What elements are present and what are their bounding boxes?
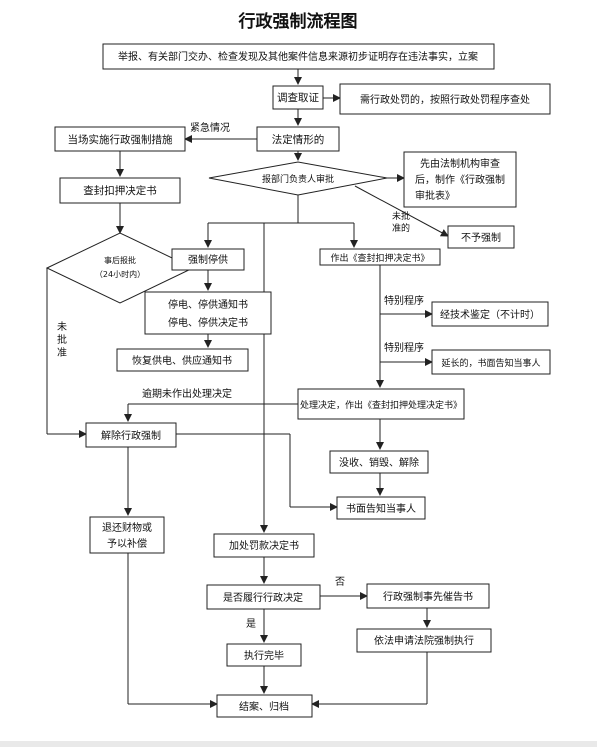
node-onsite-measures-label: 当场实施行政强制措施 [68,133,173,146]
label-not-approved-v3: 准 [57,347,67,359]
node-dept-approval: 报部门负责人审批 [208,161,388,196]
node-written-notice: 书面告知当事人 [336,496,426,520]
node-legal-circumstance-label: 法定情形的 [272,133,325,146]
node-stop-notice-line1: 停电、停供通知书 [168,298,248,311]
node-done-label: 执行完毕 [244,649,284,662]
node-no-enforcement: 不予强制 [447,225,515,249]
node-legal-review: 先由法制机构审查 后，制作《行政强制 审批表》 [403,151,517,208]
node-court-apply-label: 依法申请法院强制执行 [374,634,474,647]
node-make-seal-decision: 作出《查封扣押决定书》 [319,248,441,266]
node-fine-decision-label: 加处罚款决定书 [229,539,299,552]
label-not-approved-line1: 未批 [392,210,410,222]
node-return-property-line2: 予以补偿 [107,537,147,550]
node-confiscate: 没收、销毁、解除 [329,450,429,474]
edge-labels: 紧急情况 未批 准的 特别程序 特别程序 逾期未作出处理决定 未 批 准 否 是 [57,121,424,630]
bottom-scroll-strip [0,741,597,747]
node-lift-enforcement: 解除行政强制 [85,422,177,448]
node-restore-notice: 恢复供电、供应通知书 [116,348,249,372]
node-restore-notice-label: 恢复供电、供应通知书 [132,354,232,367]
node-dept-approval-label: 报部门负责人审批 [262,173,334,185]
label-emergency: 紧急情况 [190,121,230,134]
node-seal-decision-label: 查封扣押决定书 [83,184,157,197]
label-overdue: 逾期未作出处理决定 [142,387,232,400]
node-confiscate-label: 没收、销毁、解除 [339,456,419,469]
node-return-property-line1: 退还财物或 [102,521,152,534]
node-extension-notice: 延长的，书面告知当事人 [431,349,551,375]
label-yes: 是 [246,618,256,630]
node-lift-enforcement-label: 解除行政强制 [101,429,161,442]
node-report: 举报、有关部门交办、检查发现及其他案件信息来源初步证明存在违法事实，立案 [102,43,495,70]
node-onsite-measures: 当场实施行政强制措施 [54,126,186,152]
node-stop-notice: 停电、停供通知书 停电、停供决定书 [144,291,272,335]
node-court-apply: 依法申请法院强制执行 [356,628,492,653]
node-extension-notice-label: 延长的，书面告知当事人 [441,357,540,369]
node-fulfilled-question: 是否履行行政决定 [206,584,321,610]
connectors [46,69,449,708]
node-admin-penalty: 需行政处罚的，按照行政处罚程序查处 [339,83,551,115]
node-return-property: 退还财物或 予以补偿 [89,516,165,554]
node-legal-review-line3: 审批表》 [415,189,455,202]
node-done: 执行完毕 [226,643,302,667]
node-tech-appraisal: 经技术鉴定（不计时） [431,301,549,327]
label-not-approved-v1: 未 [57,321,67,333]
node-seal-decision: 查封扣押决定书 [59,177,181,204]
node-admin-penalty-label: 需行政处罚的，按照行政处罚程序查处 [360,93,530,106]
node-post-report-line2: （24小时内） [95,269,145,279]
node-make-seal-decision-label: 作出《查封扣押决定书》 [330,252,429,264]
node-fine-decision: 加处罚款决定书 [213,533,315,558]
node-legal-circumstance: 法定情形的 [256,126,340,152]
node-force-stop: 强制停供 [171,248,245,271]
node-legal-review-line1: 先由法制机构审查 [420,157,500,170]
page-title: 行政强制流程图 [238,11,358,32]
node-legal-review-line2: 后，制作《行政强制 [415,173,505,186]
node-handle-decision: 处理决定，作出《查封扣押处理决定书》 [297,388,465,420]
node-stop-notice-line2: 停电、停供决定书 [168,316,248,329]
node-fulfilled-question-label: 是否履行行政决定 [223,591,303,604]
node-post-report: 事后报批 （24小时内） [45,232,195,304]
node-tech-appraisal-label: 经技术鉴定（不计时） [440,308,540,321]
node-post-report-line1: 事后报批 [104,255,136,265]
label-not-approved-v2: 批 [57,333,67,346]
label-no: 否 [335,576,345,588]
node-investigate-label: 调查取证 [277,91,319,104]
label-special-procedure-2: 特别程序 [384,341,424,354]
node-no-enforcement-label: 不予强制 [461,231,501,244]
label-not-approved-line2: 准的 [392,222,410,234]
label-special-procedure-1: 特别程序 [384,294,424,307]
node-close-label: 结案、归档 [239,700,289,713]
node-close: 结案、归档 [216,694,313,718]
node-prior-notice: 行政强制事先催告书 [366,583,490,609]
node-prior-notice-label: 行政强制事先催告书 [383,590,473,603]
node-investigate: 调查取证 [272,85,324,110]
node-written-notice-label: 书面告知当事人 [346,502,416,515]
node-report-label: 举报、有关部门交办、检查发现及其他案件信息来源初步证明存在违法事实，立案 [118,50,478,63]
node-force-stop-label: 强制停供 [188,253,228,266]
node-handle-decision-label: 处理决定，作出《查封扣押处理决定书》 [300,399,462,411]
